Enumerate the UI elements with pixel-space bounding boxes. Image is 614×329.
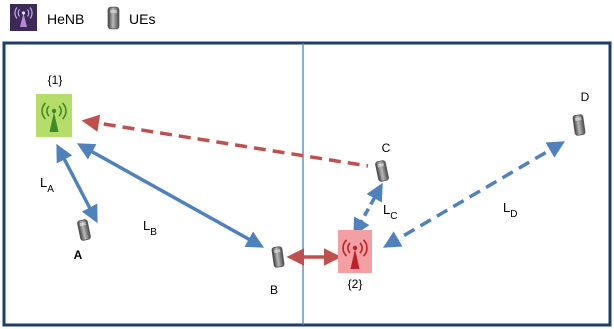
ue-a: A <box>74 218 92 262</box>
ue-legend-label: UEs <box>129 11 155 27</box>
henb-2: {2} <box>338 230 372 291</box>
ue-b-label: B <box>270 283 278 297</box>
henb-1-label: {1} <box>48 73 63 87</box>
antenna-tower-icon <box>14 7 33 27</box>
diagram-frame <box>2 41 612 327</box>
ue-d: D <box>572 90 590 137</box>
link-lb <box>76 143 265 248</box>
ue-d-label: D <box>581 90 590 104</box>
link-lb-label: LB <box>143 218 157 238</box>
link-ld <box>382 141 566 248</box>
links <box>56 114 566 266</box>
antenna-tower-icon <box>342 239 368 269</box>
henb-2-label: {2} <box>348 277 363 291</box>
henb-legend-label: HeNB <box>47 11 84 27</box>
ue-a-label: A <box>74 248 83 262</box>
mobile-phone-icon <box>107 6 120 30</box>
link-la-label: LA <box>40 175 54 195</box>
link-lc-label: LC <box>383 202 397 222</box>
link-lc <box>353 182 383 237</box>
ue-b: B <box>270 245 285 297</box>
link-interference-1-c <box>81 114 369 168</box>
ue-c: C <box>374 141 391 183</box>
henb-1: {1} <box>36 73 72 137</box>
link-ld-label: LD <box>503 200 517 220</box>
antenna-tower-icon <box>41 102 67 132</box>
legend: HeNB UEs <box>10 4 155 31</box>
ue-c-label: C <box>382 141 391 155</box>
